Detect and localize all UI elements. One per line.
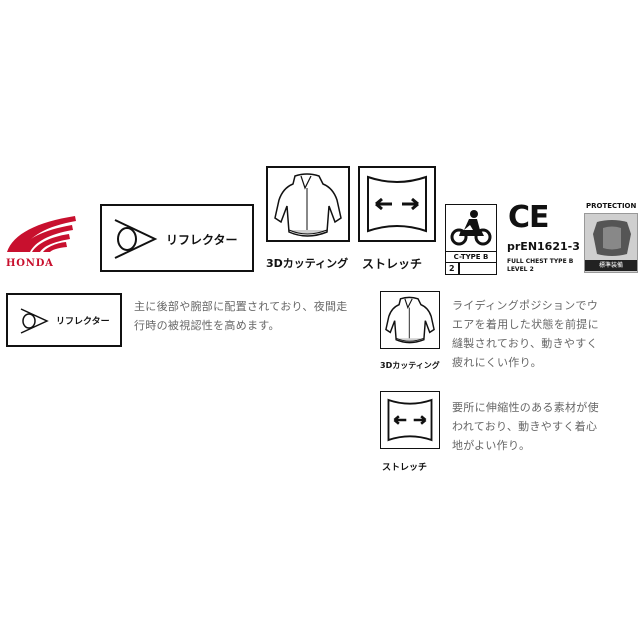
- desc-line: ライディングポジションでウ: [452, 299, 599, 312]
- desc-line: 疲れにくい作り。: [452, 356, 542, 369]
- desc-line: われており、動きやすく着心: [452, 420, 598, 433]
- feature-reflector-label: リフレクター: [56, 317, 110, 327]
- honda-logo: HONDA: [3, 212, 83, 274]
- standard-code: prEN1621-3: [507, 240, 580, 253]
- jacket-icon: [274, 173, 342, 237]
- cert-detail-1: FULL CHEST TYPE B: [507, 258, 574, 265]
- reflector-icon: [114, 219, 158, 259]
- protector-icon: [593, 220, 631, 256]
- stretch-badge: [358, 166, 436, 242]
- stretch-small-icon: [387, 398, 433, 442]
- feature-stretch-label: ストレッチ: [382, 463, 428, 473]
- cutting3d-badge-label: 3Dカッティング: [266, 257, 349, 270]
- feature-cutting3d-desc: ライディングポジションでウ エアを着用した状態を前提に 縫製されており、動きやす…: [452, 296, 632, 372]
- reflector-small-icon: [20, 308, 49, 334]
- jacket-small-icon: [385, 296, 435, 344]
- class-number-box: 2: [445, 263, 497, 275]
- reflector-badge-label: リフレクター: [166, 233, 238, 247]
- honda-wing-icon: [7, 216, 76, 252]
- protection-caption: 標準装備: [585, 260, 637, 271]
- certification-mark: C-TYPE B 2: [445, 200, 501, 276]
- desc-line: エアを着用した状態を前提に: [452, 318, 599, 331]
- stretch-arrows-icon: [367, 175, 427, 233]
- desc-line: 行時の被視認性を高めます。: [134, 319, 280, 332]
- brand-name: HONDA: [6, 258, 54, 269]
- protection-title: PROTECTION: [586, 202, 637, 210]
- feature-reflector-desc: 主に後部や腕部に配置されており、夜間走 行時の被視認性を高めます。: [134, 297, 364, 335]
- desc-line: 縫製されており、動きやすく: [452, 337, 598, 350]
- feature-cutting3d-badge: [380, 291, 440, 349]
- cert-detail-2: LEVEL 2: [507, 266, 534, 273]
- cutting3d-badge: [266, 166, 350, 242]
- feature-cutting3d-label: 3Dカッティング: [380, 361, 440, 370]
- type-label: C-TYPE B: [453, 253, 489, 261]
- desc-line: 主に後部や腕部に配置されており、夜間走: [134, 300, 348, 313]
- motorcycle-badge: [445, 204, 497, 252]
- desc-line: 地がよい作り。: [452, 439, 531, 452]
- ce-mark: CE: [508, 200, 550, 235]
- class-number: 2: [449, 264, 455, 273]
- reflector-badge: リフレクター: [100, 204, 254, 272]
- feature-stretch-badge: [380, 391, 440, 449]
- desc-line: 要所に伸縮性のある素材が使: [452, 401, 599, 414]
- type-label-box: C-TYPE B: [445, 252, 497, 263]
- motorcycle-rider-icon: [450, 210, 492, 246]
- feature-reflector-badge: リフレクター: [6, 293, 122, 347]
- feature-stretch-desc: 要所に伸縮性のある素材が使 われており、動きやすく着心 地がよい作り。: [452, 398, 632, 455]
- stretch-badge-label: ストレッチ: [362, 257, 423, 271]
- protection-badge: PROTECTION 標準装備: [584, 200, 640, 274]
- protection-image-box: 標準装備: [584, 213, 638, 273]
